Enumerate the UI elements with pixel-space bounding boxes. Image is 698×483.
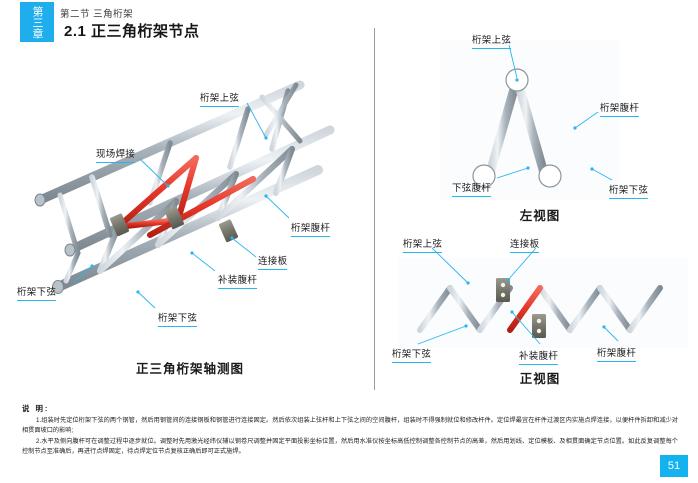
label-iso-added-web: 补装腹杆 (218, 272, 258, 289)
left-view-figure (440, 40, 620, 200)
front-view-figure (398, 258, 688, 348)
label-iso-web-member: 桁架腹杆 (291, 220, 331, 237)
page-number-badge: 51 (660, 455, 688, 477)
label-fv-web-member: 桁架腹杆 (597, 345, 637, 362)
chapter-badge-label: 第三章 (31, 5, 43, 39)
label-lv-top-chord: 桁架上弦 (472, 32, 512, 49)
label-lv-bottom-chord: 桁架下弦 (609, 182, 649, 199)
notes-block: 说 明: 1.组装时先定位桁架下弦的两个钢管，然后用钢管间的连接钢板和钢管进行连… (22, 404, 678, 458)
label-lv-bottom-web: 下弦腹杆 (452, 180, 492, 197)
section-kicker: 第二节 三角桁架 (60, 9, 134, 20)
truss-3d-geometry (34, 80, 335, 294)
label-iso-field-weld: 现场焊接 (96, 146, 136, 163)
label-iso-gusset-plate: 连接板 (258, 253, 288, 270)
note-item-1: 1.组装时先定位桁架下弦的两个钢管，然后用钢管间的连接钢板和钢管进行连接固定。然… (22, 416, 678, 435)
isometric-truss-figure (34, 80, 335, 294)
chapter-badge: 第三章 (20, 2, 54, 42)
label-fv-added-web: 补装腹杆 (519, 348, 559, 365)
caption-isometric: 正三角桁架轴测图 (135, 362, 244, 376)
label-iso-bottom-chord-bottom: 桁架下弦 (158, 310, 198, 327)
label-fv-top-chord: 桁架上弦 (403, 236, 443, 253)
label-lv-web-member: 桁架腹杆 (600, 100, 640, 117)
column-divider (374, 28, 375, 390)
label-fv-gusset-plate: 连接板 (510, 236, 540, 253)
caption-front-view: 正视图 (519, 372, 561, 386)
page-title: 2.1 正三角桁架节点 (64, 23, 200, 40)
label-iso-bottom-chord-left: 桁架下弦 (17, 284, 57, 301)
caption-left-view: 左视图 (519, 209, 561, 223)
notes-title: 说 明: (22, 404, 50, 413)
label-fv-bottom-chord: 桁架下弦 (392, 346, 432, 363)
note-item-2: 2.水平及侧向腹杆可在调整过程中逐步就位。调整时先用激光经纬仪辅以钢卷尺调整并固… (22, 437, 678, 456)
label-iso-top-chord: 桁架上弦 (200, 90, 240, 107)
